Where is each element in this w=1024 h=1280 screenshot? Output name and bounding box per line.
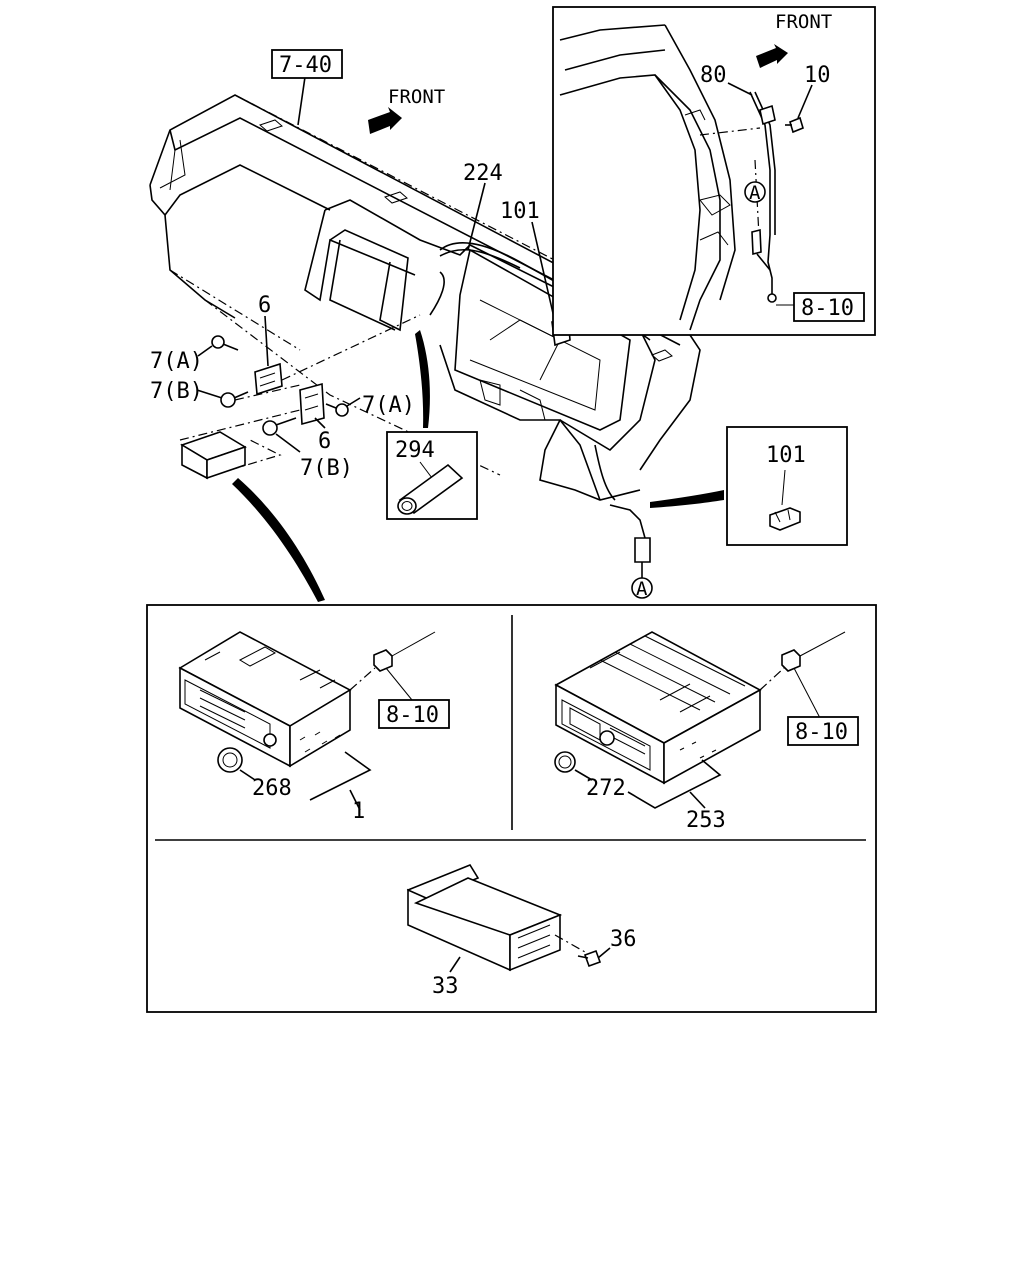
part-80-label: 80 bbox=[700, 63, 727, 88]
part-6-bottom-label: 6 bbox=[318, 429, 331, 454]
callout-arrow-101 bbox=[650, 490, 724, 508]
part-272-label: 272 bbox=[586, 776, 626, 801]
bracket-screw-group: 6 6 7(A) 7(B) 7(A) bbox=[150, 293, 421, 481]
part-36-label: 36 bbox=[610, 927, 637, 952]
screw-7a-left bbox=[197, 335, 239, 357]
circle-a-main-label: A bbox=[636, 578, 648, 600]
part-10-label: 10 bbox=[804, 63, 831, 88]
part-33-label: 33 bbox=[432, 974, 459, 999]
ref-8-10-left-label: 8-10 bbox=[386, 703, 439, 728]
inset-antenna-detail: FRONT 80 10 A 8-10 bbox=[552, 6, 876, 336]
part-7a-right-label: 7(A) bbox=[362, 393, 415, 418]
part-268-label: 268 bbox=[252, 776, 292, 801]
detail-box-294: 294 bbox=[386, 431, 478, 520]
part-7b-left-label: 7(B) bbox=[150, 379, 203, 404]
part-7b-bottom-label: 7(B) bbox=[300, 456, 353, 481]
ref-8-10-inset-label: 8-10 bbox=[801, 296, 854, 321]
ref-box-7-40: 7-40 bbox=[271, 49, 343, 79]
part-294-label: 294 bbox=[395, 438, 435, 463]
circle-a-inset-label: A bbox=[749, 182, 761, 204]
callout-arrow-294 bbox=[415, 330, 430, 428]
front-label-main: FRONT bbox=[388, 86, 445, 108]
ref-7-40-label: 7-40 bbox=[279, 53, 332, 78]
part-101-label: 101 bbox=[500, 199, 540, 224]
part-101-detail-label: 101 bbox=[766, 443, 806, 468]
part-1-label: 1 bbox=[352, 799, 365, 824]
callout-arrow-radio bbox=[232, 478, 325, 602]
part-253-label: 253 bbox=[686, 808, 726, 833]
front-arrow-main: FRONT bbox=[368, 86, 445, 134]
part-7a-left-label: 7(A) bbox=[150, 349, 203, 374]
screw-7a-right bbox=[325, 397, 361, 417]
part-224-label: 224 bbox=[463, 161, 503, 186]
front-label-inset: FRONT bbox=[775, 11, 832, 33]
screw-7b-bottom bbox=[262, 417, 301, 453]
part-6-top-label: 6 bbox=[258, 293, 271, 318]
radio-unit-253: 8-10 272 253 bbox=[554, 631, 859, 833]
radio-unit-1: 8-10 268 1 bbox=[178, 631, 450, 824]
ref-8-10-right-label: 8-10 bbox=[795, 720, 848, 745]
screw-7b-left bbox=[196, 389, 249, 408]
pocket-33-assembly: 36 33 bbox=[406, 864, 637, 999]
circle-a-main: A bbox=[631, 562, 653, 600]
detail-box-101: 101 bbox=[726, 426, 848, 546]
